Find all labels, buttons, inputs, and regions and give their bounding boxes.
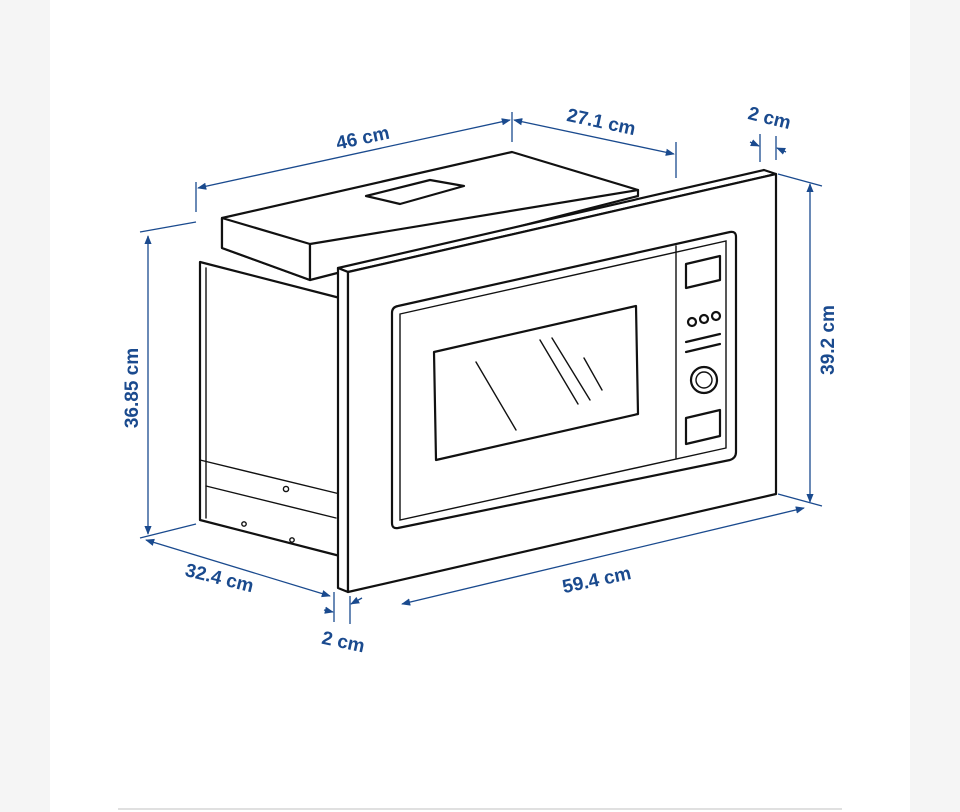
label-bottom-depth: 32.4 cm: [183, 560, 256, 597]
control-button-3: [710, 310, 722, 322]
control-button-1: [686, 316, 698, 328]
control-knob-inner: [695, 371, 713, 389]
dimline-top-depth: [197, 118, 511, 190]
foot-left: [241, 521, 247, 527]
door-inner-outline: [399, 240, 727, 521]
door-panel: [390, 230, 738, 530]
label-frame-width: 59.4 cm: [561, 563, 634, 598]
dimline-frame-bottom-right: [350, 596, 363, 605]
body-seam-line: [199, 459, 341, 495]
control-display: [684, 254, 722, 290]
body-left-side: [198, 260, 342, 558]
label-frame-thickness-bottom: 2 cm: [320, 628, 367, 658]
label-top-right-depth: 27.1 cm: [565, 105, 638, 140]
label-frame-height: 39.2 cm: [818, 305, 839, 375]
dimline-top-right-depth: [513, 118, 675, 156]
control-button-2: [698, 313, 710, 325]
label-body-height: 36.85 cm: [122, 348, 143, 428]
dimline-frame-width: [401, 506, 805, 606]
dimline-frame-top-right: [776, 147, 787, 155]
window-glare-4: [583, 357, 603, 391]
door-window: [432, 304, 640, 462]
dimension-lines: [139, 112, 823, 624]
control-slot-1: [684, 332, 722, 344]
window-glare-3: [551, 337, 591, 401]
dimline-frame-top-left: [749, 139, 760, 147]
window-glare-2: [539, 339, 579, 405]
control-lower-button: [684, 408, 722, 446]
body-base-line: [205, 485, 337, 519]
screw-hole: [282, 485, 290, 493]
dimline-bottom-depth: [145, 538, 331, 598]
window-glare-1: [475, 361, 517, 431]
footer-divider: [118, 808, 842, 810]
frame-left-edge: [336, 266, 350, 594]
dimline-frame-bottom-left: [323, 606, 334, 614]
front-frame: [336, 168, 778, 594]
control-knob: [689, 365, 719, 395]
control-slot-2: [684, 342, 722, 354]
label-top-depth: 46 cm: [334, 123, 391, 155]
label-frame-thickness-top: 2 cm: [746, 103, 793, 134]
